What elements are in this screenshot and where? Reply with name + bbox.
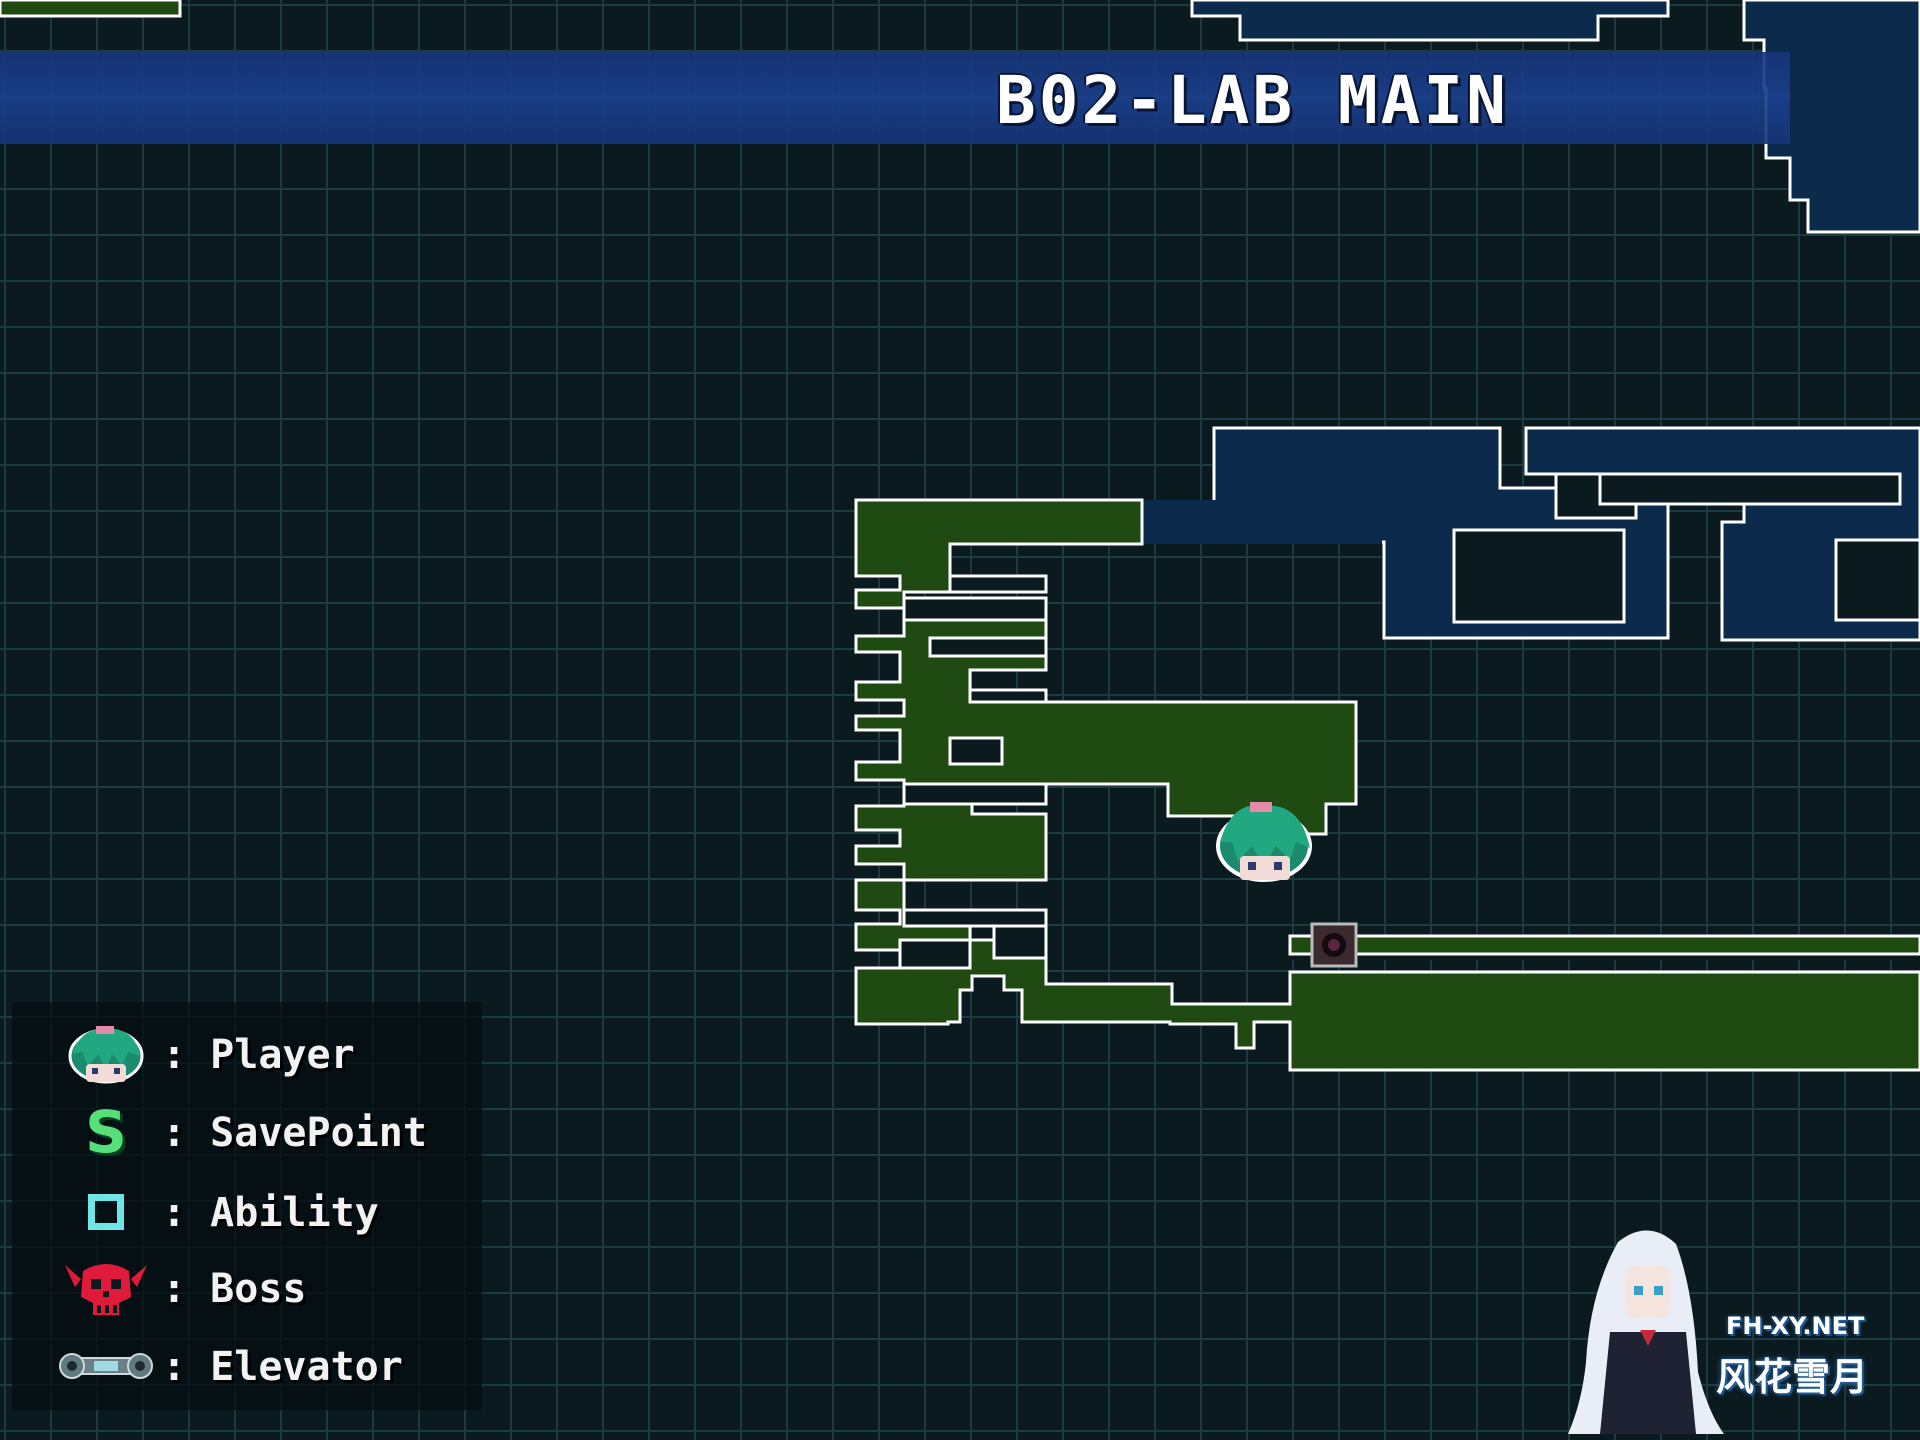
save-point-glyph: S xyxy=(85,1098,127,1166)
room-hole xyxy=(898,938,972,970)
room-hole xyxy=(928,636,1048,658)
watermark-name: 风花雪月 xyxy=(1716,1355,1869,1399)
legend-label-savepoint: : SavePoint xyxy=(162,1110,427,1156)
room-hole xyxy=(948,574,1048,594)
map-legend: : Player S : SavePoint : Ability xyxy=(12,1002,482,1410)
legend-label-ability: : Ability xyxy=(162,1190,379,1236)
unexplored-room-top xyxy=(1190,0,1670,42)
room-hole xyxy=(992,924,1048,960)
unexplored-corridor xyxy=(1262,474,1384,504)
room-hole xyxy=(948,736,1004,766)
area-title: B02-LAB MAIN xyxy=(996,62,1509,139)
elevator-icon xyxy=(56,1334,156,1398)
legend-label-boss: : Boss xyxy=(162,1266,307,1312)
room-hole xyxy=(902,908,1048,928)
watermark-character-icon xyxy=(1568,1230,1724,1434)
room-cutout xyxy=(1834,538,1920,622)
player-head-icon xyxy=(56,1022,156,1086)
watermark: FH-XY.NET 风花雪月 xyxy=(1548,1222,1908,1434)
save-point-icon: S xyxy=(56,1100,156,1164)
legend-item-elevator: : Elevator xyxy=(12,1334,482,1398)
legend-item-player: : Player xyxy=(12,1022,482,1086)
boss-skull-icon xyxy=(56,1256,156,1320)
explored-room-fragment xyxy=(0,0,182,18)
room-hole xyxy=(968,688,1048,704)
player-marker[interactable] xyxy=(1216,802,1312,882)
watermark-url: FH-XY.NET xyxy=(1726,1312,1865,1340)
ability-icon xyxy=(56,1180,156,1244)
room-hole xyxy=(902,596,1048,622)
room-cutout xyxy=(1598,472,1902,506)
area-banner xyxy=(0,52,1790,144)
legend-item-ability: : Ability xyxy=(12,1180,482,1244)
elevator-marker[interactable] xyxy=(1310,922,1358,968)
room-hole xyxy=(902,782,1048,806)
room-cutout xyxy=(1452,528,1626,624)
legend-item-savepoint: S : SavePoint xyxy=(12,1100,482,1164)
long-corridor-lower xyxy=(1288,934,1920,956)
legend-label-elevator: : Elevator xyxy=(162,1344,403,1390)
legend-item-boss: : Boss xyxy=(12,1256,482,1320)
legend-label-player: : Player xyxy=(162,1032,355,1078)
unexplored-corridor xyxy=(1142,500,1382,544)
